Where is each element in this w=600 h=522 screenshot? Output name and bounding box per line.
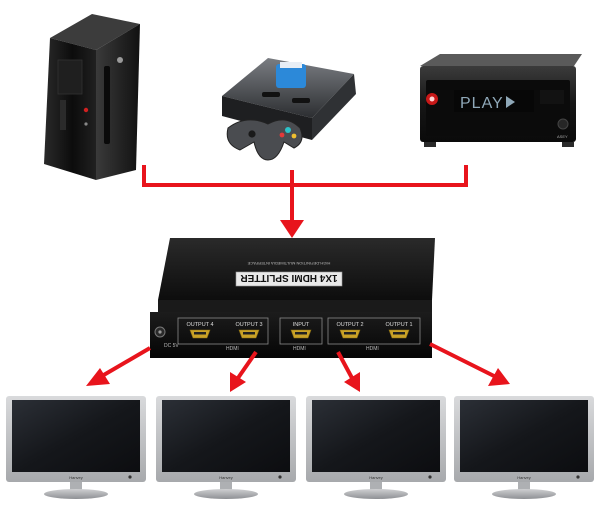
hdmi-group-label-1: HDMI <box>226 346 239 352</box>
output-connector-lines <box>86 342 510 392</box>
splitter-subtitle: HIGH-DEFINITION MULTIMEDIA INTERFACE <box>247 261 330 266</box>
hdmi-port-output-4 <box>189 329 211 339</box>
hdmi-port-output-1 <box>388 329 410 339</box>
game-console <box>222 58 356 161</box>
monitor-2: Hanvey <box>156 396 296 499</box>
port-group-input <box>279 317 323 345</box>
monitor-3-power-icon <box>428 475 432 479</box>
port-group-outputs-left <box>177 317 269 345</box>
media-player: PLAY ASEY <box>420 54 582 147</box>
player-knob-icon <box>557 118 569 130</box>
power-led-icon <box>83 107 89 113</box>
monitor-4-brand: Hanvey <box>517 475 531 480</box>
monitor-1-power-icon <box>128 475 132 479</box>
hdmi-port-output-2 <box>339 329 361 339</box>
play-icon <box>506 96 515 108</box>
input-connector-lines <box>142 165 468 238</box>
output-arrow-1-icon <box>86 368 110 386</box>
player-display-text: PLAY <box>460 95 504 112</box>
tower-button-icon <box>117 57 123 63</box>
console-cartridge <box>276 64 306 88</box>
hdmi-port-output-3 <box>238 329 260 339</box>
port-label-output-3: OUTPUT 3 <box>235 322 262 328</box>
hdmi-group-label-2: HDMI <box>293 346 306 352</box>
pc-tower <box>44 14 140 180</box>
splitter-label-plate <box>235 271 343 287</box>
monitor-1-brand: Hanvey <box>69 475 83 480</box>
port-group-outputs-right <box>327 317 421 345</box>
dpad-icon <box>248 130 256 138</box>
port-label-output-1: OUTPUT 1 <box>385 322 412 328</box>
splitter-product-label: 1X4 HDMI SPLITTER <box>240 272 338 283</box>
hdmi-group-label-3: HDMI <box>366 346 379 352</box>
power-label: DC 5V <box>164 343 179 349</box>
monitor-3-brand: Hanvey <box>369 475 383 480</box>
output-arrow-4-icon <box>488 368 510 386</box>
hdmi-port-input <box>290 329 312 339</box>
monitor-1: Hanvey <box>6 396 146 499</box>
monitor-3: Hanvey <box>306 396 446 499</box>
game-controller <box>226 119 303 161</box>
output-arrow-3-icon <box>344 372 360 392</box>
monitor-2-power-icon <box>278 475 282 479</box>
monitor-2-brand: Hanvey <box>219 475 233 480</box>
input-arrow-icon <box>280 220 304 238</box>
port-label-input: INPUT <box>293 322 310 328</box>
player-brand: ASEY <box>557 134 568 139</box>
monitor-4-power-icon <box>576 475 580 479</box>
port-label-output-4: OUTPUT 4 <box>186 322 213 328</box>
hdmi-splitter: 1X4 HDMI SPLITTER HIGH-DEFINITION MULTIM… <box>150 238 435 358</box>
monitor-4: Hanvey <box>454 396 594 499</box>
output-arrow-2-icon <box>230 372 246 392</box>
port-label-output-2: OUTPUT 2 <box>336 322 363 328</box>
